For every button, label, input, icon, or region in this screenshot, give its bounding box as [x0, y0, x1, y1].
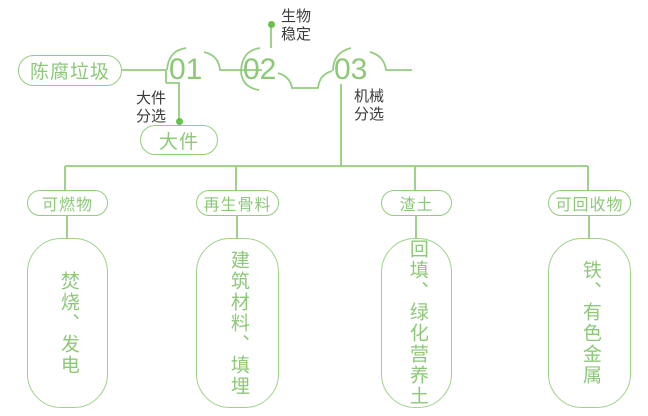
output-pill-zhatu[interactable]: 渣土 [381, 190, 452, 216]
result-box-kehuishouwu[interactable]: 铁、有色金属 [548, 238, 631, 408]
output-pill-kehuishouwu[interactable]: 可回收物 [548, 190, 631, 216]
arc-03-right [369, 51, 412, 71]
output-pill-keranwu[interactable]: 可燃物 [27, 190, 108, 216]
annotation-03-line2: 分选 [354, 106, 385, 124]
annotation-02-shengwu-wending: 生物 稳定 [281, 8, 311, 45]
result-box-keranwu[interactable]: 焚烧、发电 [27, 238, 108, 408]
source-node-chenfu-laji[interactable]: 陈腐垃圾 [18, 55, 122, 86]
side-output-dajian[interactable]: 大件 [140, 125, 218, 155]
annotation-02-line2: 稳定 [281, 26, 312, 44]
annotation-01-line2: 分选 [136, 108, 167, 126]
connector-dot-shengwu [268, 21, 275, 28]
annotation-03-line1: 机械 [354, 88, 385, 105]
annotation-01-line1: 大件 [136, 90, 167, 107]
annotation-03-jixie-fenxuan: 机械 分选 [354, 88, 384, 125]
arc-02-right [277, 70, 333, 89]
connector-dot-dajian [176, 118, 183, 125]
stage-number-02[interactable]: 02 [243, 53, 277, 86]
result-text-keranwu: 焚烧、发电 [57, 270, 79, 376]
result-text-zaisheng-guliao: 建筑材料、填埋 [227, 249, 249, 397]
result-box-zhatu[interactable]: 回填、绿化营养土 [381, 238, 452, 408]
result-box-zaisheng-guliao[interactable]: 建筑材料、填埋 [196, 238, 279, 408]
result-text-kehuishouwu: 铁、有色金属 [579, 260, 601, 386]
annotation-01-dajian-fenxuan: 大件 分选 [136, 90, 166, 127]
stage-number-03[interactable]: 03 [334, 53, 368, 86]
result-text-zhatu: 回填、绿化营养土 [406, 239, 428, 407]
stage-number-01[interactable]: 01 [169, 53, 203, 86]
annotation-02-line1: 生物 [281, 8, 312, 25]
output-pill-zaisheng-guliao[interactable]: 再生骨料 [196, 190, 279, 216]
wire-01-to-dajian [166, 82, 180, 121]
